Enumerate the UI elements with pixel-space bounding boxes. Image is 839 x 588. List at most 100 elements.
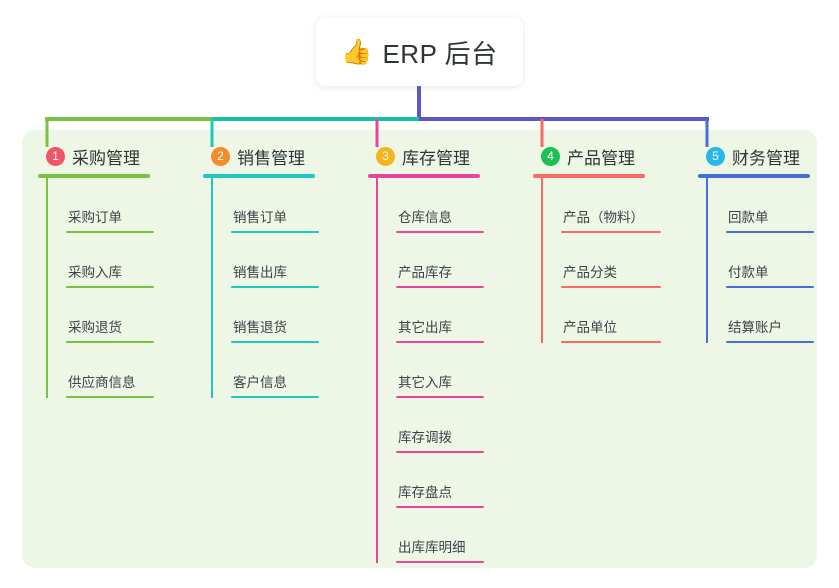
branch-spine [541,178,543,343]
branch-number-badge: 1 [46,146,65,166]
branch-item-underline [561,341,661,343]
branch-item-label: 其它出库 [398,320,452,335]
branch-item-underline [66,286,154,288]
branch-item[interactable]: 库存盘点 [368,453,484,508]
branch-item-label: 供应商信息 [68,375,136,390]
branch-item-underline [396,506,484,508]
branch-item-underline [231,231,319,233]
branch-header-3[interactable]: 3 库存管理 [368,144,484,168]
branch-item[interactable]: 采购入库 [38,233,154,288]
branch-items: 销售订单销售出库销售退货客户信息 [203,178,319,398]
branch-column-5: 5 财务管理回款单付款单结算账户 [698,144,814,343]
branch-item-label: 采购入库 [68,265,122,280]
branch-item-label: 产品（物料） [563,210,644,225]
branch-item[interactable]: 库存调拨 [368,398,484,453]
branch-item[interactable]: 其它出库 [368,288,484,343]
branch-item-underline [561,286,661,288]
branch-column-2: 2 销售管理销售订单销售出库销售退货客户信息 [203,144,319,398]
root-node[interactable]: 👍 ERP 后台 [316,18,523,86]
branch-items: 采购订单采购入库采购退货供应商信息 [38,178,154,398]
branch-items: 仓库信息产品库存其它出库其它入库库存调拨库存盘点出库库明细 [368,178,484,563]
branch-item-underline [396,451,484,453]
branch-item-underline [231,286,319,288]
branch-item[interactable]: 仓库信息 [368,178,484,233]
branch-item[interactable]: 产品库存 [368,233,484,288]
branch-item[interactable]: 销售订单 [203,178,319,233]
branch-underline [533,174,645,178]
thumbs-up-icon: 👍 [341,37,373,66]
branch-item-label: 产品库存 [398,265,452,280]
branch-item-label: 销售出库 [233,265,287,280]
branch-header-5[interactable]: 5 财务管理 [698,144,814,168]
branch-header-2[interactable]: 2 销售管理 [203,144,319,168]
branch-item-underline [726,231,814,233]
branch-spine [376,178,378,563]
branch-items: 产品（物料） 产品分类产品单位 [533,178,661,343]
branch-number-badge: 2 [211,146,230,166]
branch-item-label: 产品分类 [563,265,617,280]
branch-underline [203,174,315,178]
branch-item[interactable]: 付款单 [698,233,814,288]
branch-item-underline [231,396,319,398]
branch-item[interactable]: 采购订单 [38,178,154,233]
branch-item[interactable]: 销售出库 [203,233,319,288]
branch-item-underline [66,341,154,343]
branch-item-label: 采购订单 [68,210,122,225]
diagram-panel [22,130,817,568]
branch-item-underline [726,341,814,343]
branch-item-label: 其它入库 [398,375,452,390]
branch-item[interactable]: 产品分类 [533,233,661,288]
branch-title: 财务管理 [732,148,800,168]
branch-item[interactable]: 出库库明细 [368,508,484,563]
branch-item-underline [396,396,484,398]
branch-item-label: 结算账户 [728,320,782,335]
branch-item[interactable]: 产品单位 [533,288,661,343]
branch-number-badge: 4 [541,146,560,166]
branch-item[interactable]: 采购退货 [38,288,154,343]
branch-item-label: 出库库明细 [398,540,466,555]
branch-item[interactable]: 结算账户 [698,288,814,343]
branch-column-1: 1 采购管理采购订单采购入库采购退货供应商信息 [38,144,154,398]
branch-item-label: 产品单位 [563,320,617,335]
branch-item-label: 库存盘点 [398,485,452,500]
branch-item-label: 仓库信息 [398,210,452,225]
branch-item-label: 采购退货 [68,320,122,335]
root-title: ERP 后台 [382,38,498,69]
branch-item-label: 销售退货 [233,320,287,335]
branch-item-label: 销售订单 [233,210,287,225]
branch-item[interactable]: 产品（物料） [533,178,661,233]
branch-item[interactable]: 其它入库 [368,343,484,398]
branch-column-3: 3 库存管理仓库信息产品库存其它出库其它入库库存调拨库存盘点出库库明细 [368,144,484,563]
branch-underline [368,174,480,178]
branch-item-underline [396,341,484,343]
branch-title: 销售管理 [237,148,305,168]
branch-item-underline [66,231,154,233]
branch-item-label: 客户信息 [233,375,287,390]
branch-item-underline [396,561,484,563]
branch-underline [698,174,810,178]
branch-item-label: 库存调拨 [398,430,452,445]
branch-item-underline [726,286,814,288]
branch-item-underline [396,286,484,288]
branch-title: 采购管理 [72,148,140,168]
branch-number-badge: 3 [376,146,395,166]
branch-items: 回款单付款单结算账户 [698,178,814,343]
branch-item-underline [66,396,154,398]
branch-item-underline [396,231,484,233]
branch-item[interactable]: 回款单 [698,178,814,233]
branch-number-badge: 5 [706,146,725,166]
branch-title: 库存管理 [402,148,470,168]
branch-item[interactable]: 供应商信息 [38,343,154,398]
branch-item-underline [561,231,661,233]
branch-item-underline [231,341,319,343]
branch-spine [211,178,213,398]
branch-item[interactable]: 客户信息 [203,343,319,398]
branch-item[interactable]: 销售退货 [203,288,319,343]
branch-underline [38,174,150,178]
branch-spine [46,178,48,398]
branch-header-1[interactable]: 1 采购管理 [38,144,154,168]
